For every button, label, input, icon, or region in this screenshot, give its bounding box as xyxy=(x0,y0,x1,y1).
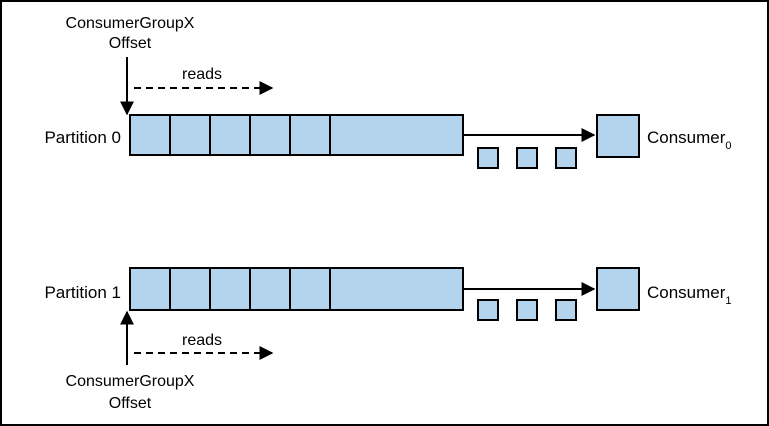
message-cell xyxy=(289,114,331,156)
in-flight-message xyxy=(477,147,499,169)
message-cell xyxy=(289,267,331,311)
consumer-1-subscript: 1 xyxy=(725,295,731,307)
offset-label-top-line2: Offset xyxy=(109,35,152,52)
message-cell xyxy=(249,267,291,311)
message-cell xyxy=(169,267,211,311)
partition-1-group: Partition 1 Consumer1 reads ConsumerGrou… xyxy=(44,267,732,412)
in-flight-message xyxy=(555,147,577,169)
partition-0-log xyxy=(129,114,464,156)
partition-1-log xyxy=(129,267,464,311)
in-flight-message xyxy=(516,147,538,169)
in-flight-message xyxy=(555,299,577,321)
reads-label-bottom: reads xyxy=(182,332,222,349)
message-cell xyxy=(249,114,291,156)
consumer-1-box xyxy=(596,267,640,311)
consumer-1-label: Consumer1 xyxy=(647,283,732,307)
in-flight-messages-bottom xyxy=(477,299,577,321)
partition-1-label: Partition 1 xyxy=(44,283,121,302)
message-cell xyxy=(169,114,211,156)
consumer-0-box xyxy=(596,114,640,158)
reads-label-top: reads xyxy=(182,66,222,83)
message-cell xyxy=(209,114,251,156)
message-cell xyxy=(129,114,171,156)
offset-label-top-line1: ConsumerGroupX xyxy=(66,15,195,32)
consumer-0-label: Consumer0 xyxy=(647,128,732,152)
offset-label-bottom-line1: ConsumerGroupX xyxy=(66,373,195,390)
partition-0-label: Partition 0 xyxy=(44,128,121,147)
message-cell xyxy=(209,267,251,311)
consumer-1-name: Consumer xyxy=(647,283,726,302)
message-cell xyxy=(129,267,171,311)
in-flight-message xyxy=(516,299,538,321)
message-cell xyxy=(329,114,464,156)
message-cell xyxy=(329,267,464,311)
offset-label-bottom-line2: Offset xyxy=(109,395,152,412)
in-flight-messages-top xyxy=(477,147,577,169)
partition-0-group: ConsumerGroupX Offset reads Partition 0 … xyxy=(44,15,732,169)
consumer-0-name: Consumer xyxy=(647,128,726,147)
in-flight-message xyxy=(477,299,499,321)
consumer-0-subscript: 0 xyxy=(725,140,731,152)
